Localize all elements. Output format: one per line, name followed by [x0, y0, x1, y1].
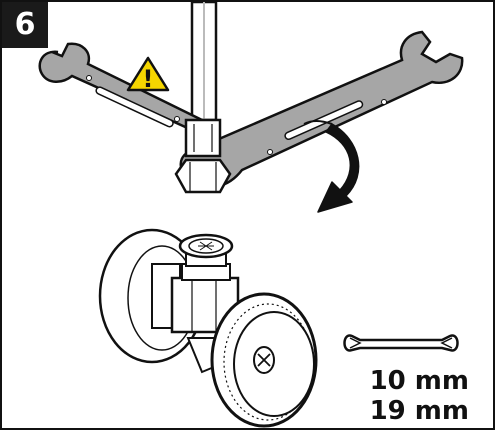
angle-stop-valve: [98, 228, 240, 374]
valve-knob: [210, 292, 318, 428]
pipe-nut: [174, 118, 232, 194]
left-wrench: [38, 42, 205, 132]
warning-triangle-icon: !: [126, 56, 170, 93]
open-end-wrench-icon: [343, 334, 459, 352]
step-number-badge: 6: [2, 2, 48, 48]
wrench-size-label: 10 mm: [369, 366, 469, 396]
supply-pipe: [190, 2, 218, 122]
svg-text:!: !: [143, 65, 154, 93]
right-wrench: [179, 30, 464, 189]
wrench-size-label: 19 mm: [369, 396, 469, 426]
rotation-arrow-icon: [303, 120, 360, 213]
